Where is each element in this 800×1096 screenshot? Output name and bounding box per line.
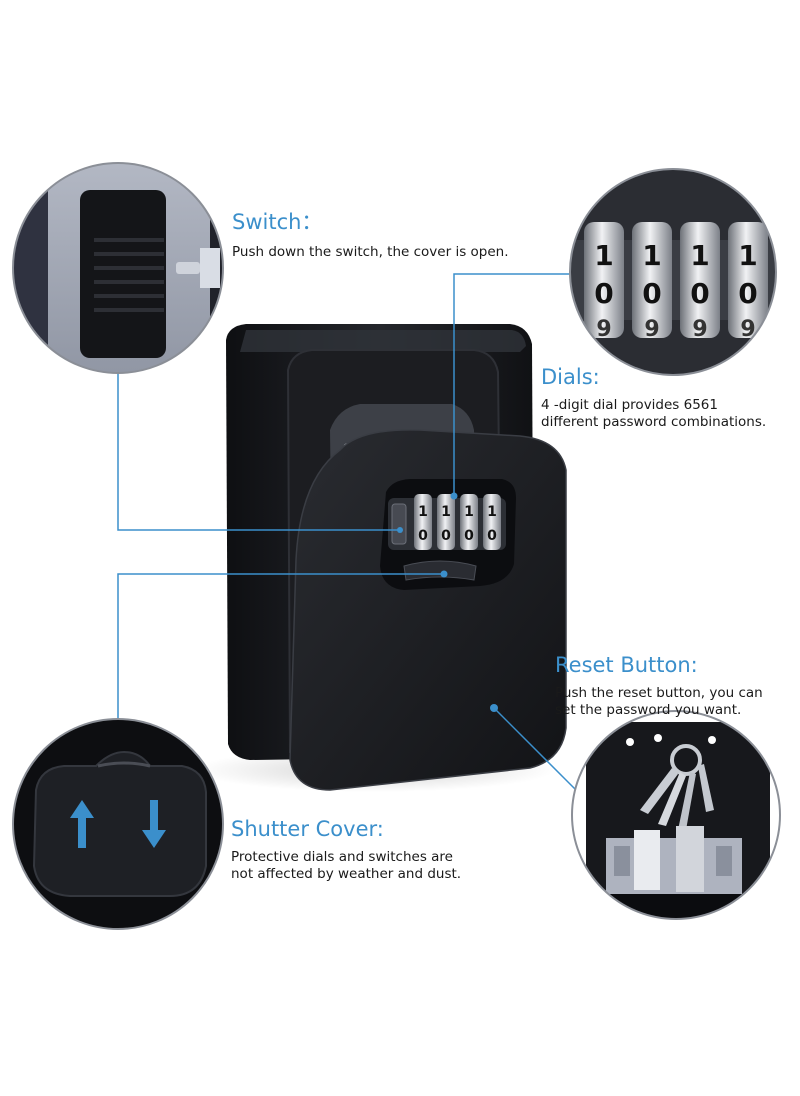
- dial-digit-middle-4: 0: [738, 277, 757, 310]
- svg-text:0: 0: [418, 528, 428, 544]
- reset-connector: [493, 707, 579, 793]
- callout-switch-line-1: Push down the switch, the cover is open.: [232, 244, 509, 260]
- dials-detail-wheels: [584, 222, 768, 338]
- callout-shutter-description: Protective dials and switches are not af…: [231, 849, 461, 883]
- callout-shutter-line-2: not affected by weather and dust.: [231, 866, 462, 882]
- svg-text:1: 1: [464, 504, 474, 520]
- switch-detail-circle: [12, 162, 224, 374]
- lockbox-switch: [391, 503, 407, 545]
- svg-text:0: 0: [441, 528, 451, 544]
- arrow-up-icon: [70, 800, 94, 848]
- keys-icon: [640, 744, 714, 830]
- dial-digit-bottom-4: 9: [740, 317, 755, 342]
- svg-text:0: 0: [487, 528, 497, 544]
- callout-dials-description: 4 -digit dial provides 6561 different pa…: [541, 397, 766, 431]
- dial-digit-bottom-2: 9: [644, 317, 659, 342]
- dial-digit-bottom-3: 9: [692, 317, 707, 342]
- svg-text:1: 1: [441, 504, 451, 520]
- dial-digit-top-4: 1: [738, 239, 757, 272]
- connector-lines: [117, 273, 580, 793]
- dial-digit-top-3: 1: [690, 239, 709, 272]
- reset-detail-circle: [571, 710, 781, 920]
- dials-detail-circle: 1 1 1 1 0 0 0 0 9 9 9 9: [569, 168, 777, 376]
- dial-digit-middle-1: 0: [594, 277, 613, 310]
- callout-shutter-title: Shutter Cover:: [231, 817, 384, 841]
- dial-digit-middle-3: 0: [690, 277, 709, 310]
- callout-reset: Reset Button: Push the reset button, you…: [555, 653, 763, 719]
- dial-digit-bottom-1: 9: [596, 317, 611, 342]
- callout-dials-line-2: different password combinations.: [541, 414, 767, 430]
- arrow-down-icon: [142, 800, 166, 848]
- callout-switch-description: Push down the switch, the cover is open.: [232, 244, 509, 261]
- svg-text:1: 1: [418, 504, 428, 520]
- lockbox-dials: 1 1 1 1 0 0 0 0: [414, 494, 501, 550]
- dial-digit-top-1: 1: [594, 239, 613, 272]
- dials-connector: [453, 273, 580, 496]
- callout-reset-title: Reset Button:: [555, 653, 698, 677]
- callout-switch-title: Switch：: [232, 210, 323, 234]
- dial-digit-middle-2: 0: [642, 277, 661, 310]
- svg-text:0: 0: [464, 528, 474, 544]
- callout-reset-description: Push the reset button, you can set the p…: [555, 685, 763, 719]
- callout-switch: Switch： Push down the switch, the cover …: [232, 206, 509, 261]
- callout-reset-line-1: Push the reset button, you can: [555, 685, 763, 701]
- switch-connector: [117, 373, 400, 531]
- callout-dials-line-1: 4 -digit dial provides 6561: [541, 397, 718, 413]
- callout-dials: Dials: 4 -digit dial provides 6561 diffe…: [541, 365, 766, 431]
- switch-knob: [80, 190, 166, 358]
- shutter-detail-circle: [12, 718, 224, 930]
- dial-digit-top-2: 1: [642, 239, 661, 272]
- lockbox: 1 1 1 1 0 0 0 0: [226, 324, 567, 791]
- svg-text:1: 1: [487, 504, 497, 520]
- connector-dots: [397, 492, 458, 578]
- callout-dials-title: Dials:: [541, 365, 600, 389]
- callout-shutter: Shutter Cover: Protective dials and swit…: [231, 817, 461, 883]
- callout-shutter-line-1: Protective dials and switches are: [231, 849, 453, 865]
- shutter-connector: [117, 573, 444, 719]
- callout-reset-line-2: set the password you want.: [555, 702, 742, 718]
